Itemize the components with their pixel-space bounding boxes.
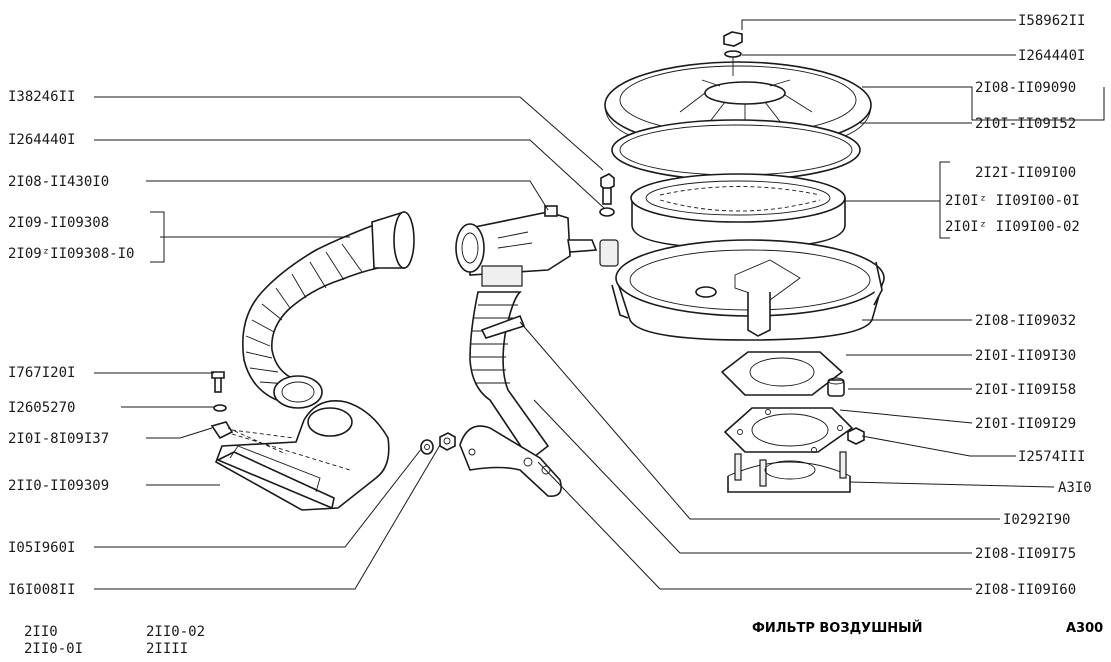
part-number-label: А3I0 [1058, 480, 1092, 496]
part-number-label: 2I0I-II09I30 [975, 348, 1076, 364]
part-number-label: I58962II [1018, 13, 1085, 29]
filter-housing [599, 239, 885, 341]
part-number-label: 2I0I-8I09I37 [8, 431, 109, 447]
center-bolt [599, 173, 615, 217]
right-part-labels: I58962II I264440I 2I08-II09090 2I0I-II09… [945, 13, 1092, 598]
filter-element [630, 173, 846, 249]
cold-air-hose [242, 211, 415, 409]
bracket-bolt [210, 371, 351, 471]
model-list: 2II0 2II0-0I 2II0-02 2IIII [24, 624, 205, 657]
part-number-label: I6I008II [8, 582, 75, 598]
part-number-label: I2574III [1018, 449, 1085, 465]
washer-nut-left [420, 432, 456, 455]
model-label: 2II0 [24, 624, 58, 640]
part-number-label: 2I0Iᶻ II09I00-0I [945, 193, 1080, 209]
flange-gasket [720, 351, 844, 396]
part-number-label: I264440I [1018, 48, 1085, 64]
adapter-plate [723, 407, 854, 453]
left-part-labels: I38246II I264440I 2I08-II430I0 2I09-II09… [8, 89, 134, 598]
page-code: А300 [1066, 621, 1103, 636]
intake-valve-housing [455, 205, 598, 287]
part-number-label: 2I08-II09I60 [975, 582, 1076, 598]
part-number-label: 2I0I-II09I52 [975, 116, 1076, 132]
part-number-label: I0292I90 [1003, 512, 1070, 528]
part-number-label: 2I08-II430I0 [8, 174, 109, 190]
part-number-label: 2I09-II09308 [8, 215, 109, 231]
warm-air-hose [469, 291, 550, 462]
part-number-label: 2II0-II09309 [8, 478, 109, 494]
leader-lines [94, 19, 1105, 590]
part-number-label: 2I08-II09032 [975, 313, 1076, 329]
part-number-label: 2I0I-II09I29 [975, 416, 1076, 432]
part-number-label: I05I960I [8, 540, 75, 556]
flange-nut [847, 427, 865, 445]
part-number-label: I767I20I [8, 365, 75, 381]
part-number-label: 2I08-II09090 [975, 80, 1076, 96]
part-number-label: 2I09ᶻII09308-I0 [8, 246, 134, 262]
model-label: 2IIII [146, 641, 188, 657]
page-title: ФИЛЬТР ВОЗДУШНЫЙ [752, 620, 923, 636]
model-label: 2II0-02 [146, 624, 205, 640]
part-number-label: I38246II [8, 89, 75, 105]
carburetor-base [727, 451, 851, 493]
sealing-ring [611, 119, 861, 181]
heat-shield [459, 425, 562, 497]
model-label: 2II0-0I [24, 641, 83, 657]
bushing [827, 377, 845, 397]
part-number-label: 2I08-II09I75 [975, 546, 1076, 562]
part-number-label: I2605270 [8, 400, 75, 416]
part-number-label: 2I2I-II09I00 [975, 165, 1076, 181]
part-number-label: 2I0Iᶻ II09I00-02 [945, 219, 1080, 235]
part-number-label: I264440I [8, 132, 75, 148]
part-number-label: 2I0I-II09I58 [975, 382, 1076, 398]
lid-nut [723, 31, 743, 76]
